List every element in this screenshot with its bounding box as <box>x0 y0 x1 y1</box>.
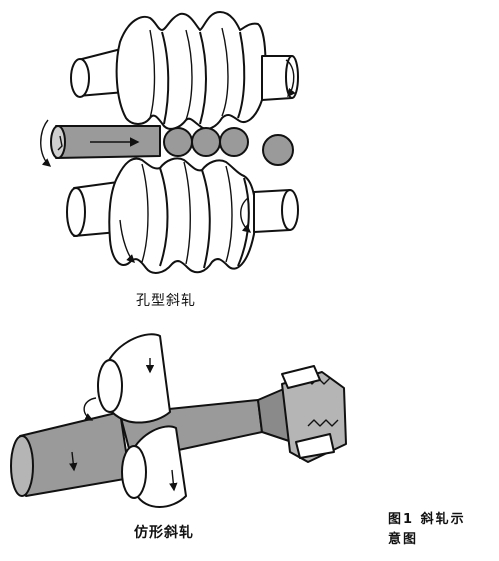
groove-skew-rolling-figure <box>40 11 299 274</box>
figure-caption-line-2: 意图 <box>388 532 419 547</box>
conical-roll-icon <box>121 425 187 508</box>
steel-ball-icon <box>163 127 294 166</box>
upper-grooved-roll-icon <box>70 11 299 130</box>
workpiece-bar-icon <box>40 119 161 167</box>
groove-skew-rolling-label: 孔型斜轧 <box>136 293 196 309</box>
conical-roll-icon <box>83 333 171 424</box>
threaded-end-icon <box>281 365 347 463</box>
profile-skew-rolling-label: 仿形斜轧 <box>134 525 194 541</box>
profile-skew-rolling-figure <box>10 333 347 508</box>
lower-grooved-roll-icon <box>66 157 299 274</box>
figure-caption-line-1: 图1 斜轧示 <box>388 512 466 527</box>
